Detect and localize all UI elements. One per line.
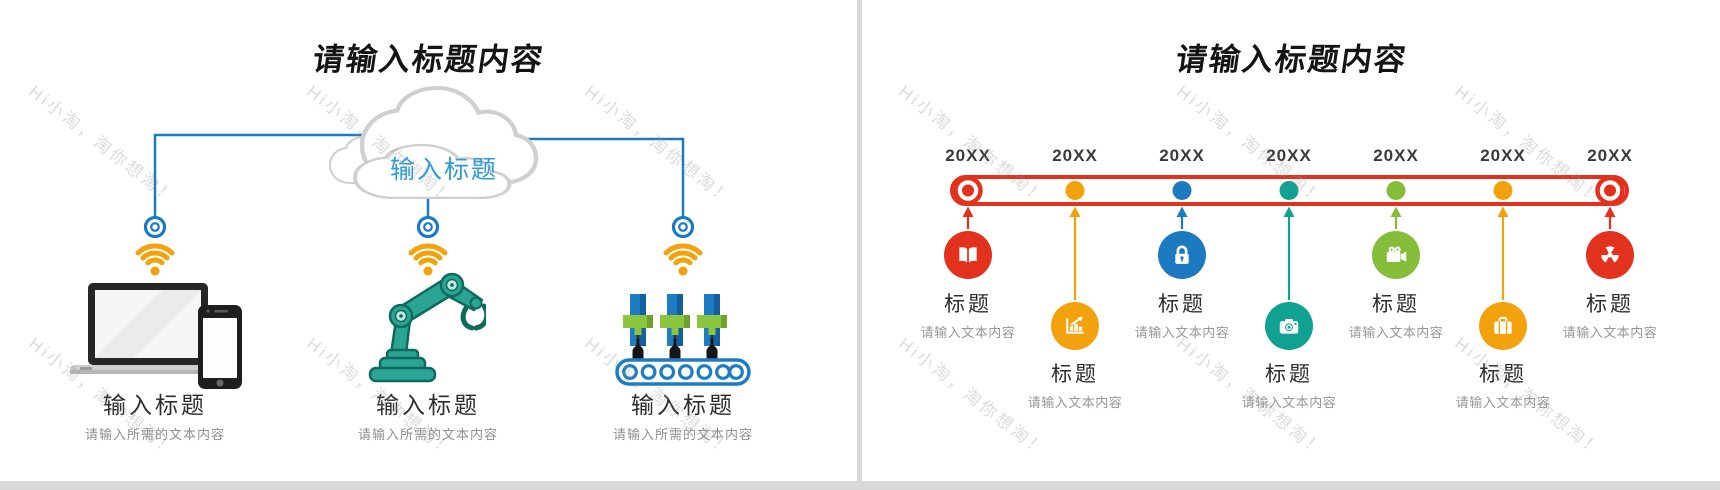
connector-line-right [505, 137, 685, 217]
network-connector-lines [135, 133, 703, 276]
video-camera-icon [1372, 231, 1420, 279]
item-title-placeholder: 标题 [1586, 293, 1634, 316]
item-desc-placeholder: 请输入所需的文本内容 [84, 427, 225, 442]
wifi-icon [135, 243, 175, 276]
bottom-strip [0, 481, 1720, 490]
list-item[interactable]: 输入标题 请输入所需的文本内容 [303, 390, 553, 443]
slide-divider [857, 0, 862, 490]
lock-icon [1158, 231, 1206, 279]
item-desc-placeholder: 请输入文本内容 [1455, 395, 1551, 410]
item-title-placeholder: 标题 [944, 293, 992, 316]
timeline-item[interactable]: 20XX 标题 请输入文本内容 [1229, 0, 1349, 483]
item-desc-placeholder: 请输入所需的文本内容 [357, 427, 498, 442]
list-item[interactable]: 输入标题 请输入所需的文本内容 [30, 390, 280, 443]
timeline-item[interactable]: 20XX 标题 请输入文本内容 [1015, 0, 1135, 483]
camera-icon [1265, 302, 1313, 350]
book-icon [944, 231, 992, 279]
item-desc-placeholder: 请输入文本内容 [920, 325, 1016, 340]
timeline-endcap-icon [953, 175, 1625, 206]
wifi-icon [408, 243, 448, 276]
cloud-title-placeholder: 输入标题 [389, 156, 498, 184]
item-title-placeholder: 输入标题 [376, 392, 480, 418]
item-title-placeholder: 标题 [1158, 293, 1206, 316]
year-label: 20XX [1587, 146, 1633, 165]
timeline-arrows [962, 206, 1616, 300]
timeline-item[interactable]: 20XX 标题 请输入文本内容 [1122, 0, 1242, 483]
item-title-placeholder: 输入标题 [103, 392, 207, 418]
bottling-machine-icon [615, 294, 751, 386]
timeline-graphic [950, 175, 1629, 300]
timeline-dots [1065, 181, 1513, 200]
timeline-item[interactable]: 20XX 标题 请输入文本内容 [1550, 0, 1670, 483]
connector-line-left [153, 133, 366, 217]
wifi-icon [663, 243, 703, 276]
slide-right[interactable]: 请输入标题内容 [862, 0, 1720, 483]
ring-connector-icon [671, 215, 695, 239]
year-label: 20XX [1373, 146, 1419, 165]
bar-chart-icon [1051, 302, 1099, 350]
cloud-icon [328, 85, 539, 200]
year-label: 20XX [1159, 146, 1205, 165]
laptop-phone-icon [70, 283, 242, 389]
ring-connector-icon [143, 215, 167, 239]
item-title-placeholder: 标题 [1265, 363, 1313, 386]
item-title-placeholder: 标题 [1051, 363, 1099, 386]
ring-connector-icon [416, 215, 440, 239]
year-label: 20XX [1266, 146, 1312, 165]
item-title-placeholder: 标题 [1479, 363, 1527, 386]
item-desc-placeholder: 请输入文本内容 [1241, 395, 1337, 410]
timeline-item[interactable]: 20XX 标题 请输入文本内容 [1336, 0, 1456, 483]
year-label: 20XX [1052, 146, 1098, 165]
list-item[interactable]: 输入标题 请输入所需的文本内容 [558, 390, 808, 443]
slide-left[interactable]: 请输入标题内容 [0, 0, 857, 483]
radiation-icon [1586, 231, 1634, 279]
year-label: 20XX [1480, 146, 1526, 165]
timeline-item[interactable]: 20XX 标题 请输入文本内容 [1443, 0, 1563, 483]
item-desc-placeholder: 请输入所需的文本内容 [612, 427, 753, 442]
item-title-placeholder: 标题 [1372, 293, 1420, 316]
timeline-item[interactable]: 20XX 标题 请输入文本内容 [908, 0, 1028, 483]
item-desc-placeholder: 请输入文本内容 [1562, 325, 1658, 340]
item-desc-placeholder: 请输入文本内容 [1348, 325, 1444, 340]
briefcase-icon [1479, 302, 1527, 350]
robot-arm-icon [368, 272, 486, 383]
item-desc-placeholder: 请输入文本内容 [1027, 395, 1123, 410]
item-desc-placeholder: 请输入文本内容 [1134, 325, 1230, 340]
item-title-placeholder: 输入标题 [631, 392, 735, 418]
year-label: 20XX [945, 146, 991, 165]
